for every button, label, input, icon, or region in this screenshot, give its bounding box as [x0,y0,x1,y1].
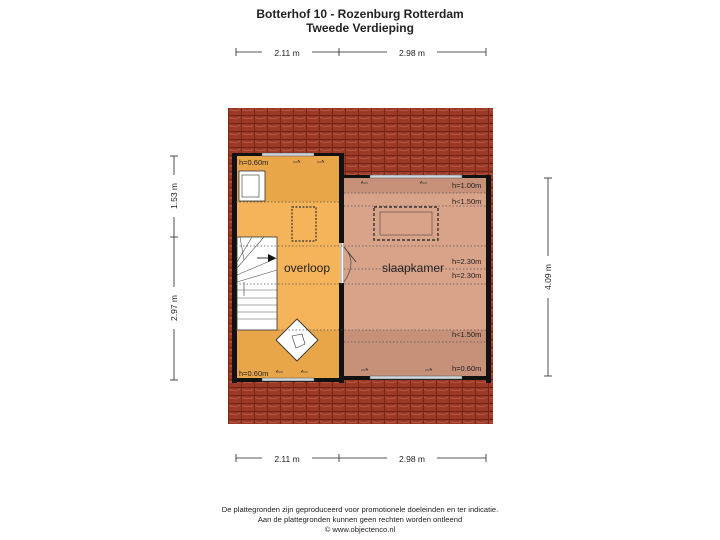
window-top-bedroom [369,174,463,179]
dim-label-top-left: 2.11 m [274,48,299,58]
height-label-right-3: h=2.30m [452,257,481,266]
dim-bg-top-left [262,45,312,59]
height-label-left-bottom: h=0.60m [239,369,268,378]
height-lines [236,192,486,343]
boiler-box [238,170,266,202]
stair-steps [236,236,278,320]
door-leaf [343,246,357,263]
height-label-right-5: h<1.50m [452,330,481,339]
disclaimer-line-2: Aan de plattegronden kunnen geen rechten… [257,515,463,524]
wall-left [232,153,237,383]
height-label-right-1: h=1.00m [452,181,481,190]
window-top-landing [261,152,315,157]
direction-ticks [275,159,433,373]
dim-label-bottom-left: 2.11 m [274,454,299,464]
dim-label-bottom-right: 2.98 m [399,454,425,464]
bedroom-low-zone-top [343,175,486,193]
roof-hatch-inner [379,211,433,236]
roof-top-right [340,153,493,175]
window-bottom-bedroom [369,375,463,380]
roof-hatch-landing [291,206,317,242]
roof-top [228,108,493,153]
dim-label-left-lower: 2.97 m [169,295,179,321]
dim-label-left-upper: 1.53 m [169,183,179,209]
dim-bg-top-right [387,45,437,59]
dim-bg-left-upper [167,175,181,217]
dim-bg-right [541,256,555,298]
disclaimer-line-1: De plattegronden zijn geproduceerd voor … [221,505,499,514]
height-label-right-2: h<1.50m [452,197,481,206]
wall-right [486,175,491,383]
roof-bottom [228,380,493,424]
staircase [236,236,278,331]
room-label-overloop: overloop [284,261,330,275]
height-label-right-6: h=0.60m [452,364,481,373]
boiler-inner [241,174,260,198]
height-label-left-top: h=0.60m [239,158,268,167]
window-bottom-landing [261,377,315,382]
dim-bg-left-lower [167,287,181,329]
dim-bg-bottom-right [387,451,437,465]
page-subtitle: Tweede Verdieping [306,21,414,35]
height-label-right-4: h=2.30m [452,271,481,280]
dim-label-top-right: 2.98 m [399,48,425,58]
dim-bg-bottom-left [262,451,312,465]
wall-middle-upper [339,153,344,243]
wall-middle-lower [339,283,344,383]
dim-label-right: 4.09 m [543,264,553,290]
skylight-landing [275,318,319,362]
stair-arrow-head [268,254,276,262]
page-title: Botterhof 10 - Rozenburg Rotterdam [256,7,464,21]
room-label-slaapkamer: slaapkamer [382,261,444,275]
roof-hatch-bedroom [373,206,439,241]
copyright-line: © www.objectenco.nl [324,525,396,534]
